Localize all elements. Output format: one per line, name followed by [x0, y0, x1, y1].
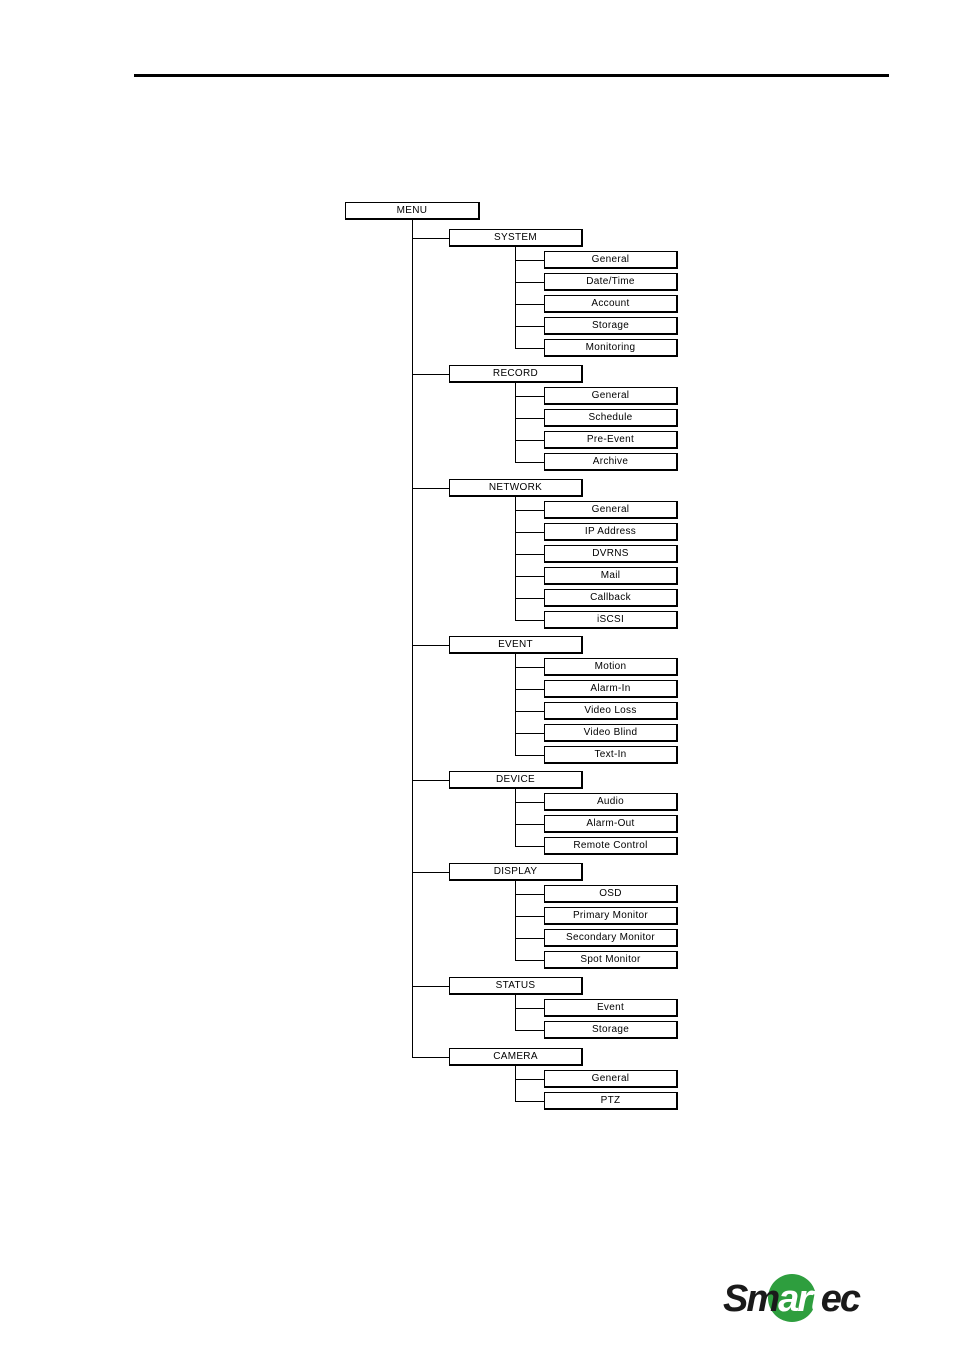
menu-item-record-pre-event[interactable]: Pre-Event [544, 431, 678, 449]
connector-line [515, 260, 544, 261]
connector-line [515, 510, 544, 511]
menu-item-display-primary-monitor[interactable]: Primary Monitor [544, 907, 678, 925]
logo-green-circle [768, 1274, 816, 1322]
menu-item-status-event[interactable]: Event [544, 999, 678, 1017]
connector-line [515, 396, 544, 397]
connector-line [412, 872, 449, 873]
menu-item-event-video-blind[interactable]: Video Blind [544, 724, 678, 742]
connector-line [515, 554, 544, 555]
connector-line [515, 418, 544, 419]
menu-root-node[interactable]: MENU [345, 202, 480, 220]
menu-item-network-general[interactable]: General [544, 501, 678, 519]
connector-line [515, 304, 544, 305]
connector-line [515, 894, 544, 895]
connector-line [515, 532, 544, 533]
connector-line [515, 1030, 544, 1031]
connector-line [515, 247, 516, 349]
connector-line [412, 1057, 449, 1058]
connector-line [515, 733, 544, 734]
connector-line [515, 960, 544, 961]
connector-line [515, 802, 544, 803]
menu-item-event-text-in[interactable]: Text-In [544, 746, 678, 764]
menu-item-network-dvrns[interactable]: DVRNS [544, 545, 678, 563]
connector-line [515, 383, 516, 463]
connector-line [515, 881, 516, 961]
menu-item-device-audio[interactable]: Audio [544, 793, 678, 811]
connector-line [515, 462, 544, 463]
menu-group-status[interactable]: STATUS [449, 977, 583, 995]
menu-group-display[interactable]: DISPLAY [449, 863, 583, 881]
menu-item-camera-ptz[interactable]: PTZ [544, 1092, 678, 1110]
menu-item-record-schedule[interactable]: Schedule [544, 409, 678, 427]
connector-line [412, 986, 449, 987]
menu-item-camera-general[interactable]: General [544, 1070, 678, 1088]
connector-line [515, 440, 544, 441]
connector-line [515, 938, 544, 939]
connector-line [412, 374, 449, 375]
menu-group-network[interactable]: NETWORK [449, 479, 583, 497]
connector-line [515, 497, 516, 621]
menu-item-display-spot-monitor[interactable]: Spot Monitor [544, 951, 678, 969]
menu-item-record-general[interactable]: General [544, 387, 678, 405]
connector-line [412, 780, 449, 781]
menu-item-event-video-loss[interactable]: Video Loss [544, 702, 678, 720]
connector-line [515, 326, 544, 327]
menu-group-record[interactable]: RECORD [449, 365, 583, 383]
menu-item-device-alarm-out[interactable]: Alarm-Out [544, 815, 678, 833]
header-rule [134, 74, 889, 77]
logo-wordmark: Smartec [723, 1278, 861, 1320]
menu-item-display-osd[interactable]: OSD [544, 885, 678, 903]
connector-line [515, 995, 516, 1031]
menu-item-status-storage[interactable]: Storage [544, 1021, 678, 1039]
menu-item-network-iscsi[interactable]: iSCSI [544, 611, 678, 629]
connector-line [515, 1101, 544, 1102]
connector-line [515, 620, 544, 621]
connector-line [412, 220, 413, 1058]
menu-item-system-general[interactable]: General [544, 251, 678, 269]
menu-group-device[interactable]: DEVICE [449, 771, 583, 789]
menu-item-display-secondary-monitor[interactable]: Secondary Monitor [544, 929, 678, 947]
menu-group-system[interactable]: SYSTEM [449, 229, 583, 247]
menu-item-device-remote-control[interactable]: Remote Control [544, 837, 678, 855]
connector-line [515, 654, 516, 756]
connector-line [515, 789, 516, 847]
menu-group-camera[interactable]: CAMERA [449, 1048, 583, 1066]
connector-line [412, 488, 449, 489]
menu-item-system-storage[interactable]: Storage [544, 317, 678, 335]
connector-line [515, 711, 544, 712]
connector-line [412, 645, 449, 646]
menu-item-network-callback[interactable]: Callback [544, 589, 678, 607]
connector-line [515, 348, 544, 349]
connector-line [515, 667, 544, 668]
connector-line [515, 1066, 516, 1102]
connector-line [515, 755, 544, 756]
connector-line [515, 689, 544, 690]
menu-item-network-ip-address[interactable]: IP Address [544, 523, 678, 541]
smartec-logo: Smartec [723, 1274, 863, 1322]
menu-group-event[interactable]: EVENT [449, 636, 583, 654]
connector-line [412, 238, 449, 239]
connector-line [515, 846, 544, 847]
menu-item-system-account[interactable]: Account [544, 295, 678, 313]
connector-line [515, 598, 544, 599]
menu-item-record-archive[interactable]: Archive [544, 453, 678, 471]
connector-line [515, 1008, 544, 1009]
connector-line [515, 576, 544, 577]
connector-line [515, 1079, 544, 1080]
menu-item-event-alarm-in[interactable]: Alarm-In [544, 680, 678, 698]
connector-line [515, 282, 544, 283]
menu-item-event-motion[interactable]: Motion [544, 658, 678, 676]
connector-line [515, 916, 544, 917]
menu-item-system-monitoring[interactable]: Monitoring [544, 339, 678, 357]
connector-line [515, 824, 544, 825]
menu-item-network-mail[interactable]: Mail [544, 567, 678, 585]
menu-item-system-date-time[interactable]: Date/Time [544, 273, 678, 291]
